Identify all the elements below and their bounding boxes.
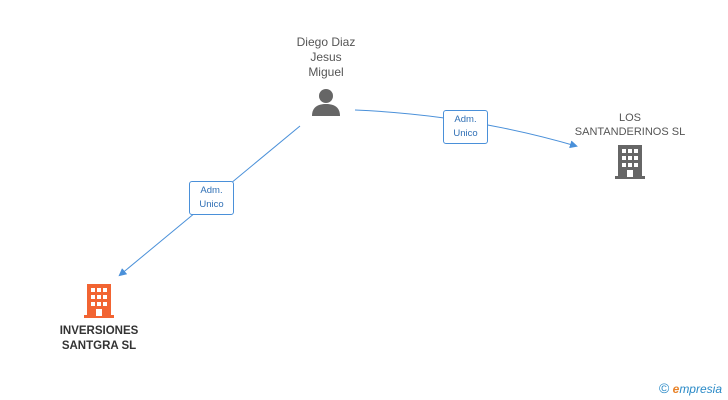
copyright-symbol: © xyxy=(658,380,670,396)
building-icon xyxy=(615,145,645,179)
company-left-name-line1: INVERSIONES xyxy=(59,325,139,337)
company-node-los-santanderinos[interactable]: LOS SANTANDERINOS SL xyxy=(562,111,698,179)
edge-label-right-line1: Adm. xyxy=(454,114,477,125)
edge-label-left-line1: Adm. xyxy=(200,185,223,196)
company-left-name-line2: SANTGRA SL xyxy=(61,340,137,352)
brand-initial: e xyxy=(672,382,680,396)
person-name-line2: Jesus xyxy=(310,50,342,64)
person-name-line3: Miguel xyxy=(308,65,344,79)
company-node-inversiones-santgra[interactable]: INVERSIONES SANTGRA SL xyxy=(44,284,154,354)
building-icon xyxy=(84,284,114,318)
company-right-name-line1: LOS xyxy=(618,112,641,124)
edge-label-right-line2: Unico xyxy=(453,128,478,139)
person-name-line1: Diego Diaz xyxy=(296,35,356,49)
edge-label-adm-unico-left[interactable]: Adm. Unico xyxy=(189,181,234,215)
person-node-diego-diaz[interactable]: Diego Diaz Jesus Miguel xyxy=(270,35,382,116)
edge-label-left-line2: Unico xyxy=(199,199,224,210)
edge-label-adm-unico-right[interactable]: Adm. Unico xyxy=(443,110,488,144)
company-right-name-line2: SANTANDERINOS SL xyxy=(574,126,686,138)
brand-name: mpresia xyxy=(679,382,722,396)
person-icon xyxy=(312,89,340,116)
empresia-logo: © empresia xyxy=(659,380,722,396)
